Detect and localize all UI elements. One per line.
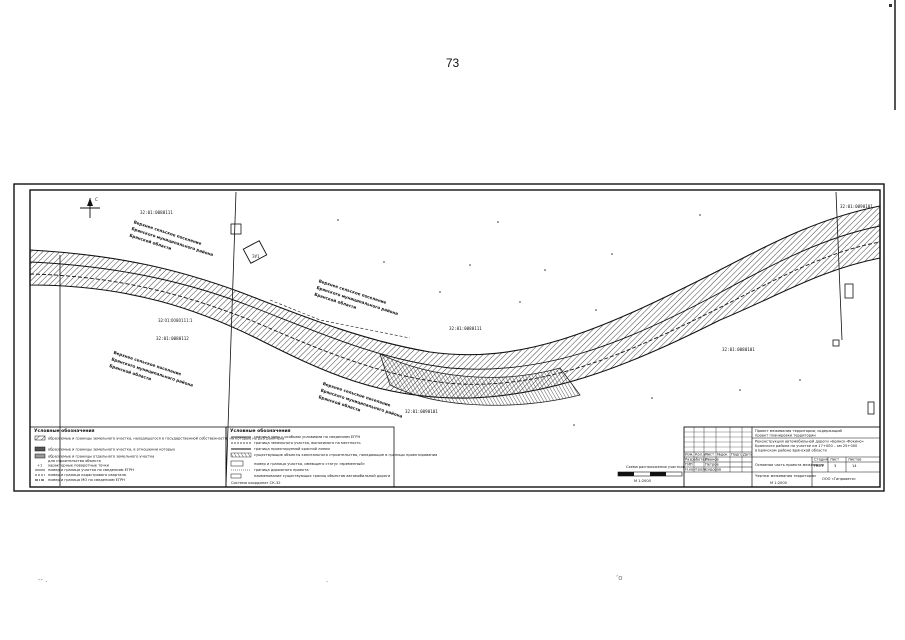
scan-mark: . <box>326 576 329 584</box>
east-structure <box>844 283 854 299</box>
part-title: Основная часть проекта межевания <box>755 463 824 467</box>
cadastral-block-label: 32:01:0080111 <box>449 326 482 331</box>
corner-structure <box>867 401 875 415</box>
revision-col-head: Кол.уч <box>695 453 707 457</box>
small-structure <box>230 223 242 235</box>
role-name: Петров <box>705 463 719 467</box>
east-boundary <box>835 191 843 341</box>
legend-item: номер и граница кадастрового квартала <box>48 473 126 477</box>
stage-label: Стадия <box>814 458 828 462</box>
scan-dot <box>889 4 892 7</box>
legend-item: образуемые и границы земельного участка,… <box>48 448 176 452</box>
revision-col-head: Изм. <box>685 453 693 457</box>
territory-label-nw: Верхнее сельское поселение Брянского мун… <box>129 219 214 257</box>
territory-label-n: Верхнее сельское поселение Брянского мун… <box>314 278 399 316</box>
terrain-points <box>159 214 801 426</box>
legend-item: граница земельного участка, выносимого н… <box>254 441 361 445</box>
scan-mark: ʻo <box>616 574 623 582</box>
role-label: Разработал <box>685 458 707 462</box>
role-label: ГИП <box>685 463 693 467</box>
coordinate-system: Система координат СК-32 <box>231 481 281 485</box>
legend-item: образуемые и границы земельного участка,… <box>48 437 284 441</box>
legend-item: характерные поворотные точки <box>48 464 110 468</box>
legend-item: граница проектируемой красной линии <box>254 447 330 451</box>
scale-bar: Схема расположения участков М 1:2000 <box>617 465 685 483</box>
territory-label-sw: Верхнее сельское поселение Брянского мун… <box>109 350 194 388</box>
scan-mark: -- . <box>38 576 48 584</box>
revision-col-head: Лист <box>705 453 714 457</box>
legend-mid: Условные обозначения граница зоны с особ… <box>225 426 437 488</box>
cadastral-block-label: 32:01:0080111 <box>140 210 173 215</box>
object-line: Брянского района на участке км 17+000 – … <box>755 444 858 448</box>
east-marker <box>832 339 840 347</box>
revision-col-head: №док <box>717 453 728 457</box>
cadastral-block-label: 32:01:0090101 <box>405 409 438 414</box>
legend-item: существующие объекты капитального строит… <box>254 453 437 457</box>
stamp-header: Проект межевания территории, содержащий <box>755 429 843 433</box>
company-name: ООО «Гипроавто» <box>822 477 856 481</box>
sheet-value: 3 <box>834 464 836 468</box>
sheets-value: 14 <box>852 464 857 468</box>
legend-symbol: +1 <box>37 464 42 468</box>
title-block: Изм. Кол.уч Лист №док Подп. Дата Разрабо… <box>683 426 881 488</box>
revision-col-head: Дата <box>743 453 752 457</box>
stamp-scale: М 1:2000 <box>770 481 788 485</box>
role-name: Иванов <box>705 458 719 462</box>
object-line: в Брянском районе Брянской области <box>755 449 828 453</box>
stamp-header: проект планировки территории <box>755 434 816 438</box>
scan-edge-line <box>894 0 896 110</box>
cadastral-block-label: 32:01:0090101 <box>840 204 873 209</box>
road-junction <box>379 353 581 406</box>
legend-title: Условные обозначения <box>34 427 95 434</box>
sheet-title: Чертеж межевания территории <box>755 474 816 478</box>
municipal-boundary <box>225 191 237 487</box>
legend-item: для строительства объекта <box>48 459 101 463</box>
revision-col-head: Подп. <box>731 453 742 457</box>
role-label: Н.контроль <box>685 468 707 472</box>
stage-value: ПМ-1 <box>814 464 823 468</box>
legend-left: Условные обозначения образуемые и границ… <box>29 426 284 488</box>
sheets-label: Листов <box>848 458 861 462</box>
legend-item: наименование существующих границ объекто… <box>254 474 391 478</box>
legend-item: образуемые и границы отдельного земельно… <box>48 455 154 459</box>
role-name: Сидоров <box>705 468 721 472</box>
cadastral-boundary <box>269 299 411 339</box>
page-number: 73 <box>445 56 460 70</box>
road-centerline <box>29 225 881 370</box>
road-corridor <box>29 205 881 399</box>
legend-item: номер и граница участка, имеющего статус… <box>254 462 365 466</box>
cadastral-block-label: 32:01:0080112 <box>156 336 189 341</box>
scale-bar-label: М 1:2000 <box>634 479 652 483</box>
cadastral-block-label: 32:01:0080101 <box>722 347 755 352</box>
legend-title: Условные обозначения <box>230 427 291 434</box>
building-outline <box>242 240 268 264</box>
sheet-label: Лист <box>830 458 839 462</box>
legend-item: граница дорожного проекта <box>254 468 309 472</box>
legend-item: граница зоны с особыми условиями по свед… <box>254 435 360 439</box>
object-line: Реконструкция автомобильной дороги «Брян… <box>755 440 864 444</box>
north-arrow-icon: С <box>80 197 100 218</box>
north-label: С <box>95 197 98 202</box>
legend-item: номер и граница участка по сведениям ЕГР… <box>48 468 134 472</box>
scale-note: Схема расположения участков <box>626 465 685 469</box>
legend-item: номер и граница МО по сведениям ЕГРН <box>48 478 125 482</box>
plot-label: ЗУ1 <box>252 254 260 259</box>
outer-frame <box>13 183 885 492</box>
lot-label: 32:01:0080111:1 <box>158 318 193 323</box>
inner-frame <box>29 189 881 488</box>
